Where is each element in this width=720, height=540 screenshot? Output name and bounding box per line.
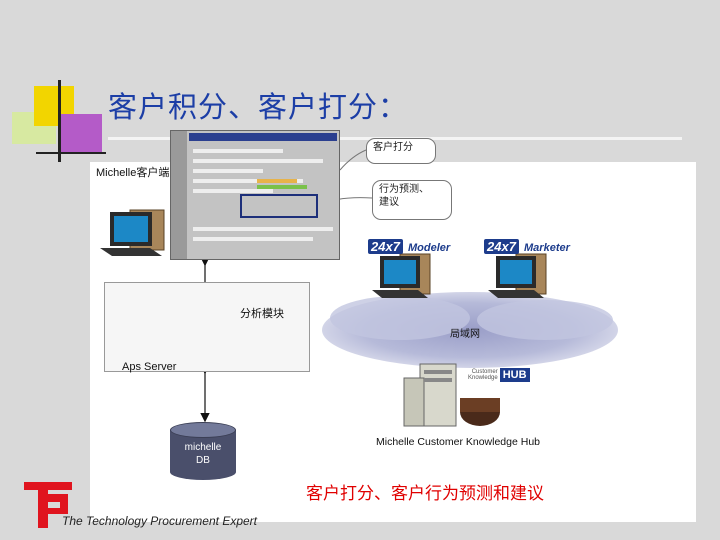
- network-cloud: [322, 292, 618, 368]
- modeler-logo: 24x7 Modeler: [368, 236, 450, 255]
- decoration-vertical-line: [58, 80, 61, 162]
- company-logo-icon: [24, 482, 72, 528]
- db-label-line1: michelle: [184, 442, 222, 453]
- callout-score-text: 客户打分: [373, 142, 413, 153]
- decoration-horizontal-line: [36, 152, 106, 154]
- callout-predict-line2: 建议: [379, 196, 399, 208]
- hub-logo-mark: HUB: [499, 368, 530, 382]
- marketer-logo: 24x7 Marketer: [484, 236, 570, 255]
- hub-logo-sub-line1: Customer: [471, 368, 498, 375]
- callout-score: 客户打分: [366, 138, 436, 164]
- modeler-logo-mark: 24x7: [368, 239, 403, 254]
- hub-label: Michelle Customer Knowledge Hub: [376, 436, 540, 448]
- modeler-logo-name: Modeler: [408, 242, 451, 254]
- bottom-caption: 客户打分、客户行为预测和建议: [306, 484, 544, 504]
- client-label: Michelle客户端: [96, 167, 170, 179]
- analysis-module-label: 分析模块: [240, 308, 284, 320]
- database-cylinder: michelle DB: [170, 422, 236, 486]
- modeler-computer-icon: [372, 253, 431, 298]
- db-label-line2: DB: [196, 454, 210, 466]
- marketer-logo-name: Marketer: [524, 242, 570, 254]
- marketer-logo-mark: 24x7: [484, 239, 519, 254]
- hub-server-icon: [403, 363, 500, 427]
- footer-tagline: The Technology Procurement Expert: [62, 514, 257, 528]
- callout-predict-line1: 行为预测、: [379, 184, 429, 195]
- prediction-highlight-box: [240, 194, 318, 218]
- callout-predict: 行为预测、 建议: [372, 180, 452, 220]
- network-label: 局域网: [450, 329, 480, 340]
- marketer-computer-icon: [488, 253, 547, 298]
- server-label: Aps Server: [122, 361, 177, 373]
- hub-logo-sub-line2: Knowledge: [468, 375, 498, 381]
- decoration-purple-square: [58, 114, 102, 152]
- apps-server-box: [104, 282, 310, 372]
- client-computer-icon: [100, 209, 165, 256]
- hub-logo: Customer Knowledge HUB: [468, 368, 530, 382]
- slide-title: 客户积分、客户打分：: [108, 90, 409, 124]
